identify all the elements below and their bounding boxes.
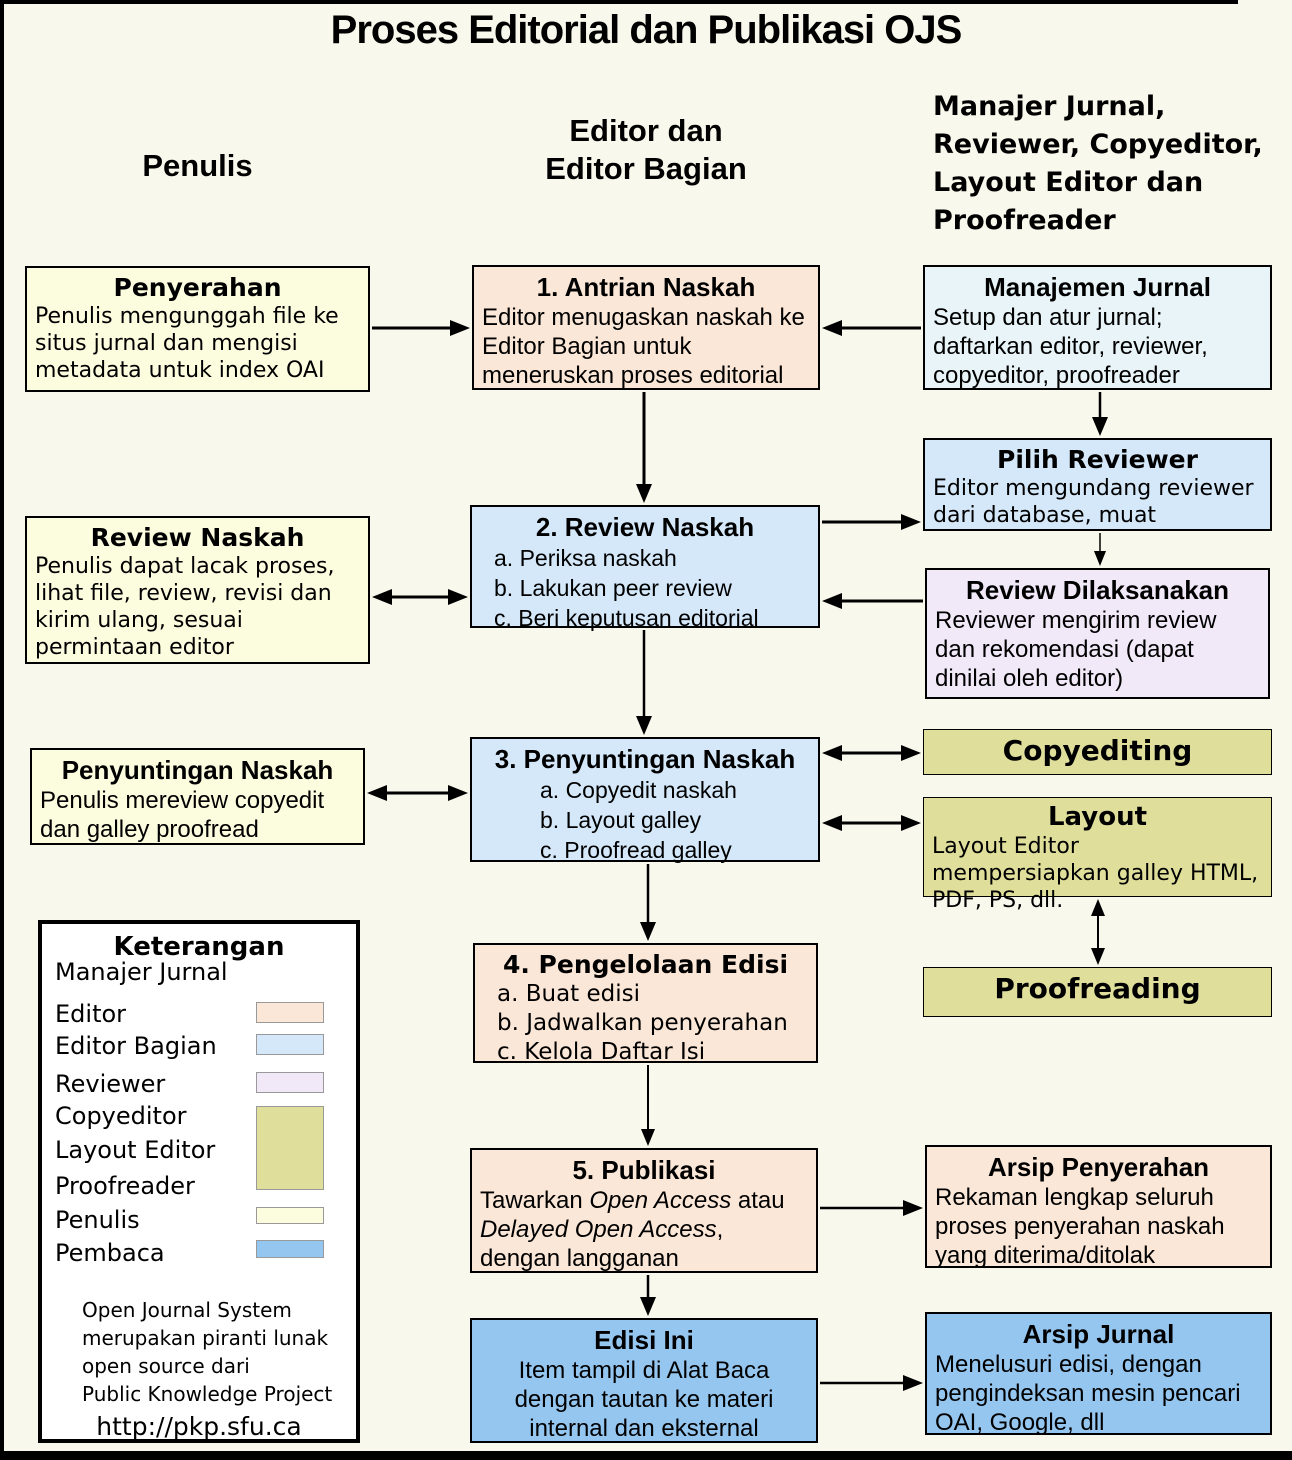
column-header-manajer-jurnal: Manajer Jurnal, Reviewer, Copyeditor, La… [933, 91, 1263, 236]
column-header-penulis: Penulis [142, 148, 253, 183]
legend: Keterangan Manajer Jurnal Editor Editor … [38, 920, 360, 1443]
box-proofreading: Proofreading [923, 967, 1272, 1017]
box-list-item: b. Layout galley [540, 807, 702, 833]
box-review-naskah-editor: 2. Review Naskah a. Periksa naskah b. La… [470, 505, 820, 631]
box-body: Reviewer mengirim review dan rekomendasi… [935, 607, 1217, 692]
column-header-editor: Editor dan Editor Bagian [545, 113, 747, 186]
box-layout: Layout Layout Editor mempersiapkan galle… [923, 797, 1272, 913]
box-title: Review Dilaksanakan [965, 575, 1230, 605]
legend-footer-text: Open Journal System merupakan piranti lu… [82, 1298, 333, 1406]
diagram-title: Proses Editorial dan Publikasi OJS [330, 8, 963, 52]
box-arsip-jurnal: Arsip Jurnal Menelusuri edisi, dengan pe… [925, 1312, 1272, 1436]
box-penyuntingan-naskah-editor: 3. Penyuntingan Naskah a. Copyedit naska… [470, 737, 820, 863]
box-body: Editor menugaskan naskah ke Editor Bagia… [482, 304, 805, 389]
legend-label-penulis: Penulis [55, 1206, 140, 1234]
box-title: Copyediting [1002, 734, 1193, 767]
box-list-item: c. Beri keputusan editorial [494, 605, 759, 631]
legend-swatch-editor-bagian [256, 1034, 324, 1055]
box-title: Penyerahan [113, 273, 282, 302]
box-title: Layout [1047, 802, 1148, 832]
legend-title: Keterangan [113, 932, 285, 962]
legend-label-reviewer: Reviewer [55, 1070, 166, 1098]
box-body: Tawarkan Open Access atau Delayed Open A… [480, 1186, 808, 1273]
frame-border-left [0, 0, 4, 1460]
box-pilih-reviewer: Pilih Reviewer Editor mengundang reviewe… [923, 438, 1272, 531]
legend-swatch-reviewer [256, 1072, 324, 1093]
box-list-item: a. Copyedit naskah [540, 777, 737, 803]
body-text-italic: Delayed Open Access [480, 1216, 717, 1243]
legend-label-editor-bagian: Editor Bagian [55, 1032, 217, 1060]
box-list-item: b. Lakukan peer review [494, 575, 732, 601]
box-antrian-naskah: 1. Antrian Naskah Editor menugaskan nask… [472, 265, 820, 390]
box-copyediting: Copyediting [923, 729, 1272, 775]
body-text: , dengan langganan [480, 1216, 724, 1272]
box-title: 4. Pengelolaan Edisi [502, 950, 789, 979]
box-title: 3. Penyuntingan Naskah [494, 744, 796, 774]
box-title: Arsip Penyerahan [987, 1152, 1210, 1182]
legend-swatch-copyeditor-layout-proofreader [256, 1106, 324, 1190]
box-arsip-penyerahan: Arsip Penyerahan Rekaman lengkap seluruh… [925, 1145, 1272, 1269]
box-title: Proofreading [994, 972, 1201, 1005]
box-body: Penulis mengunggah file ke situs jurnal … [35, 304, 339, 383]
legend-swatch-editor [256, 1002, 324, 1023]
legend-label-proofreader: Proofreader [55, 1172, 195, 1200]
box-title: Edisi Ini [594, 1325, 694, 1355]
legend-label-layout-editor: Layout Editor [55, 1136, 216, 1164]
body-text: Tawarkan [480, 1187, 590, 1214]
box-body: Penulis mereview copyedit dan galley pro… [40, 787, 325, 843]
legend-url: http://pkp.sfu.ca [96, 1412, 302, 1441]
box-list-item: a. Periksa naskah [494, 545, 677, 571]
box-title: Review Naskah [90, 523, 305, 552]
box-list-item: c. Kelola Daftar Isi [497, 1039, 706, 1065]
box-body: Rekaman lengkap seluruh proses penyeraha… [935, 1184, 1225, 1269]
box-list-item: a. Buat edisi [497, 981, 641, 1007]
box-review-dilaksanakan: Review Dilaksanakan Reviewer mengirim re… [925, 568, 1270, 699]
body-text: atau [731, 1187, 785, 1214]
frame-border-bottom [0, 1451, 1292, 1460]
box-title: Pilih Reviewer [997, 445, 1198, 474]
box-body: Item tampil di Alat Baca dengan tautan k… [514, 1357, 774, 1442]
box-body: Layout Editor mempersiapkan galley HTML,… [932, 834, 1259, 913]
box-review-naskah-penulis: Review Naskah Penulis dapat lacak proses… [25, 516, 370, 664]
box-body: Setup dan atur jurnal; daftarkan editor,… [933, 304, 1208, 389]
box-body: Editor mengundang reviewer dari database… [933, 476, 1254, 528]
box-manajemen-jurnal: Manajemen Jurnal Setup dan atur jurnal; … [923, 265, 1272, 390]
box-publikasi: 5. Publikasi Tawarkan Open Access atau D… [470, 1148, 818, 1273]
body-text-italic: Open Access [589, 1187, 732, 1214]
box-title: Manajemen Jurnal [984, 272, 1211, 302]
frame-border-top [0, 0, 1238, 4]
legend-label-editor: Editor [55, 1000, 127, 1028]
legend-swatch-pembaca [256, 1240, 324, 1258]
box-title: 2. Review Naskah [535, 512, 755, 542]
box-penyuntingan-naskah-penulis: Penyuntingan Naskah Penulis mereview cop… [30, 748, 365, 845]
box-body: Penulis dapat lacak proses, lihat file, … [35, 554, 335, 660]
box-title: Arsip Jurnal [1022, 1319, 1175, 1349]
box-body: Menelusuri edisi, dengan pengindeksan me… [935, 1351, 1241, 1436]
box-title: 5. Publikasi [572, 1155, 716, 1185]
legend-label-pembaca: Pembaca [55, 1239, 165, 1267]
box-title: Penyuntingan Naskah [61, 755, 334, 785]
box-penyerahan: Penyerahan Penulis mengunggah file ke si… [25, 266, 370, 392]
box-list-item: b. Jadwalkan penyerahan [497, 1010, 788, 1036]
legend-label-manajer-jurnal: Manajer Jurnal [55, 958, 228, 986]
legend-label-copyeditor: Copyeditor [55, 1102, 187, 1130]
legend-swatch-penulis [256, 1207, 324, 1224]
box-edisi-ini: Edisi Ini Item tampil di Alat Baca denga… [470, 1318, 818, 1443]
box-title: 1. Antrian Naskah [536, 272, 756, 302]
box-pengelolaan-edisi: 4. Pengelolaan Edisi a. Buat edisi b. Ja… [473, 943, 818, 1065]
box-list-item: c. Proofread galley [540, 837, 732, 863]
